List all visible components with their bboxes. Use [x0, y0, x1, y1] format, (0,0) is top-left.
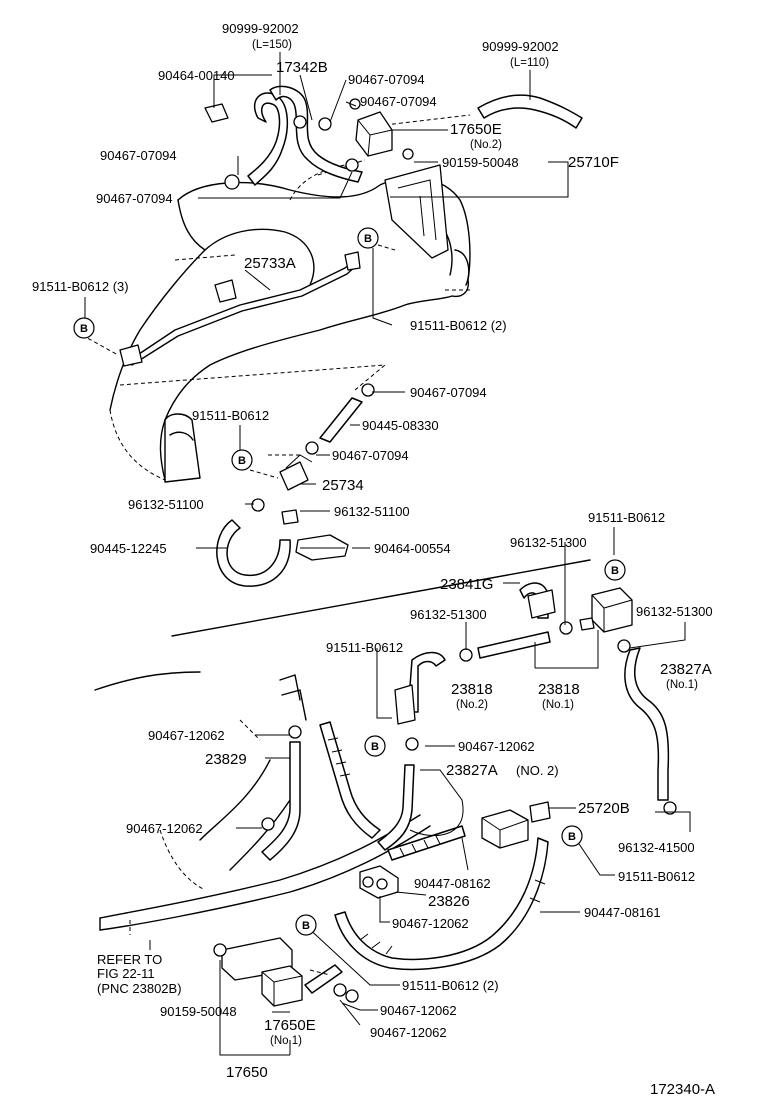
part-label: 90464-00554 — [374, 541, 451, 556]
badge-b-lower-mid: B — [364, 735, 386, 757]
part-label: 90447-08161 — [584, 905, 661, 920]
part-label: 25710F — [568, 154, 619, 171]
part-label: 96132-51100 — [334, 504, 410, 519]
part-label: 91511-B0612 — [192, 408, 269, 423]
part-label: 23818 — [451, 681, 493, 698]
part-label: (NO. 2) — [516, 763, 559, 778]
leader-lines — [84, 52, 691, 1056]
part-label: (No.1) — [270, 1035, 302, 1047]
part-label: 91511-B0612 — [326, 640, 403, 655]
part-label: 91511-B0612 — [588, 510, 665, 525]
svg-text:B: B — [568, 831, 576, 843]
part-label: 90447-08162 — [414, 876, 491, 891]
part-label: 91511-B0612 (2) — [410, 318, 507, 333]
part-label: 23827A — [660, 661, 712, 678]
badge-b-middle: B — [231, 449, 253, 471]
part-label: 96132-51100 — [128, 497, 204, 512]
refer-note-line-3: (PNC 23802B) — [97, 981, 182, 996]
refer-note: REFER TO FIG 22-11 (PNC 23802B) — [97, 952, 182, 996]
badge-b-bottom: B — [295, 914, 317, 936]
part-label: 90445-12245 — [90, 541, 167, 556]
svg-text:B: B — [80, 323, 88, 335]
lower-assembly-drawing — [94, 582, 677, 1007]
part-label: 23829 — [205, 751, 247, 768]
badge-b-left: B — [73, 317, 95, 339]
part-label: 90467-12062 — [458, 739, 535, 754]
part-label: 96132-51300 — [636, 604, 713, 619]
diagram-id: 172340-A — [650, 1081, 715, 1098]
part-label: 90464-00140 — [158, 68, 235, 83]
part-label: 90467-07094 — [360, 94, 437, 109]
part-label: 90467-12062 — [380, 1003, 457, 1018]
part-label: (L=150) — [252, 39, 292, 51]
badge-b-lower-right: B — [561, 825, 583, 847]
svg-text:B: B — [302, 920, 310, 932]
part-label: 90467-07094 — [332, 448, 409, 463]
part-label: 25734 — [322, 477, 364, 494]
part-label: 91511-B0612 (3) — [32, 279, 129, 294]
badge-b-upper-right: B — [604, 559, 626, 581]
part-label: 23827A — [446, 762, 498, 779]
part-label: 90467-07094 — [100, 148, 177, 163]
part-label: 90467-12062 — [148, 728, 225, 743]
part-label: 90159-50048 — [442, 155, 519, 170]
part-label: 23841G — [440, 576, 493, 593]
part-label: 91511-B0612 (2) — [402, 978, 499, 993]
part-label: 90467-12062 — [370, 1025, 447, 1040]
part-label: (No.2) — [470, 139, 502, 151]
part-label: 91511-B0612 — [618, 869, 695, 884]
part-labels: 90999-92002 (L=150) 17342B 90464-00140 9… — [32, 21, 713, 1081]
part-label: 96132-41500 — [618, 840, 695, 855]
part-label: 25720B — [578, 800, 630, 817]
part-label: (L=110) — [510, 57, 549, 69]
part-label: 17650E — [450, 121, 502, 138]
part-label: 23818 — [538, 681, 580, 698]
part-label: 90467-12062 — [392, 916, 469, 931]
part-label: (No.1) — [542, 699, 574, 711]
badge-b-top: B — [357, 227, 379, 249]
svg-text:B: B — [364, 233, 372, 245]
part-label: 90999-92002 — [482, 39, 559, 54]
part-label: 90467-12062 — [126, 821, 203, 836]
refer-note-line-1: REFER TO — [97, 952, 162, 967]
upper-assembly-drawing — [81, 85, 583, 587]
svg-text:B: B — [611, 565, 619, 577]
part-label: 90467-07094 — [348, 72, 425, 87]
part-label: 90445-08330 — [362, 418, 439, 433]
part-label: 17650E — [264, 1017, 316, 1034]
part-label: 96132-51300 — [510, 535, 587, 550]
part-label: (No.1) — [666, 679, 698, 691]
refer-note-line-2: FIG 22-11 — [97, 966, 155, 981]
section-divider — [171, 559, 591, 637]
part-label: 23826 — [428, 893, 470, 910]
part-label: 25733A — [244, 255, 296, 272]
svg-text:B: B — [371, 741, 379, 753]
part-label: 17650 — [226, 1064, 268, 1081]
part-label: (No.2) — [456, 699, 488, 711]
part-label: 90467-07094 — [96, 191, 173, 206]
part-label: 90467-07094 — [410, 385, 487, 400]
part-label: 96132-51300 — [410, 607, 487, 622]
svg-text:B: B — [238, 455, 246, 467]
part-label: 90159-50048 — [160, 1004, 237, 1019]
part-label: 90999-92002 — [222, 21, 299, 36]
part-label: 17342B — [276, 59, 328, 76]
